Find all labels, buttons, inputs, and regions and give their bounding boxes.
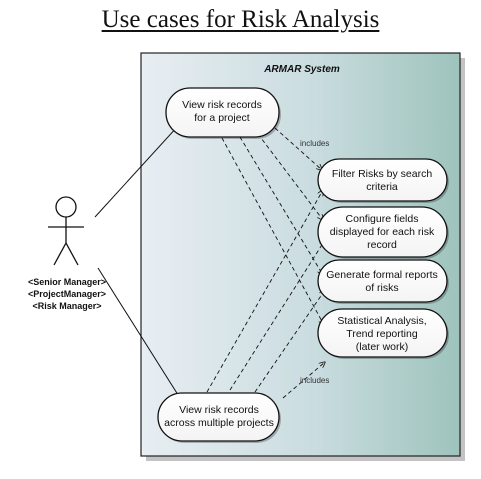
use-case-view-multi[interactable]: View risk records across multiple projec…: [157, 392, 281, 443]
use-case-stats[interactable]: Statistical Analysis, Trend reporting (l…: [317, 308, 449, 359]
use-case-reports-label-1: Generate formal reports: [326, 269, 437, 281]
actor-role-senior-manager: <Senior Manager>: [28, 277, 106, 287]
use-case-configure-label-2: displayed for each risk: [330, 226, 435, 238]
relation-label-includes-top: includes: [300, 139, 329, 148]
use-case-filter-label-2: criteria: [366, 181, 398, 193]
use-case-filter-label-1: Filter Risks by search: [332, 168, 433, 180]
dependency-lines-top: [221, 127, 324, 325]
use-case-view-project-label-2: for a project: [194, 112, 250, 124]
use-case-view-project[interactable]: View risk records for a project: [165, 87, 281, 139]
use-case-configure-label-1: Configure fields: [346, 213, 419, 225]
dependency-lines-bottom: [206, 190, 325, 399]
actor-stick-figure-icon: [48, 196, 84, 266]
use-case-reports[interactable]: Generate formal reports of risks: [317, 259, 449, 304]
actor-role-project-manager: <ProjectManager>: [28, 289, 106, 299]
use-case-configure-label-3: record: [367, 239, 397, 251]
use-case-filter[interactable]: Filter Risks by search criteria: [317, 158, 449, 203]
use-case-view-project-label-1: View risk records: [182, 99, 262, 111]
relation-label-includes-bottom: includes: [300, 376, 329, 385]
system-name: ARMAR System: [263, 64, 340, 75]
association-line-top: [94, 125, 179, 218]
use-case-configure[interactable]: Configure fields displayed for each risk…: [317, 206, 449, 259]
use-case-stats-label-2: Trend reporting: [346, 328, 418, 340]
diagram-title: Use cases for Risk Analysis: [101, 6, 380, 33]
association-line-bottom: [97, 267, 181, 399]
use-case-stats-label-1: Statistical Analysis,: [337, 315, 426, 327]
use-case-view-multi-label-2: across multiple projects: [164, 417, 274, 429]
use-case-reports-label-2: of risks: [365, 282, 398, 294]
actor-role-risk-manager: <Risk Manager>: [32, 301, 101, 311]
use-case-view-multi-label-1: View risk records: [179, 404, 259, 416]
use-case-stats-label-3: (later work): [356, 341, 409, 353]
